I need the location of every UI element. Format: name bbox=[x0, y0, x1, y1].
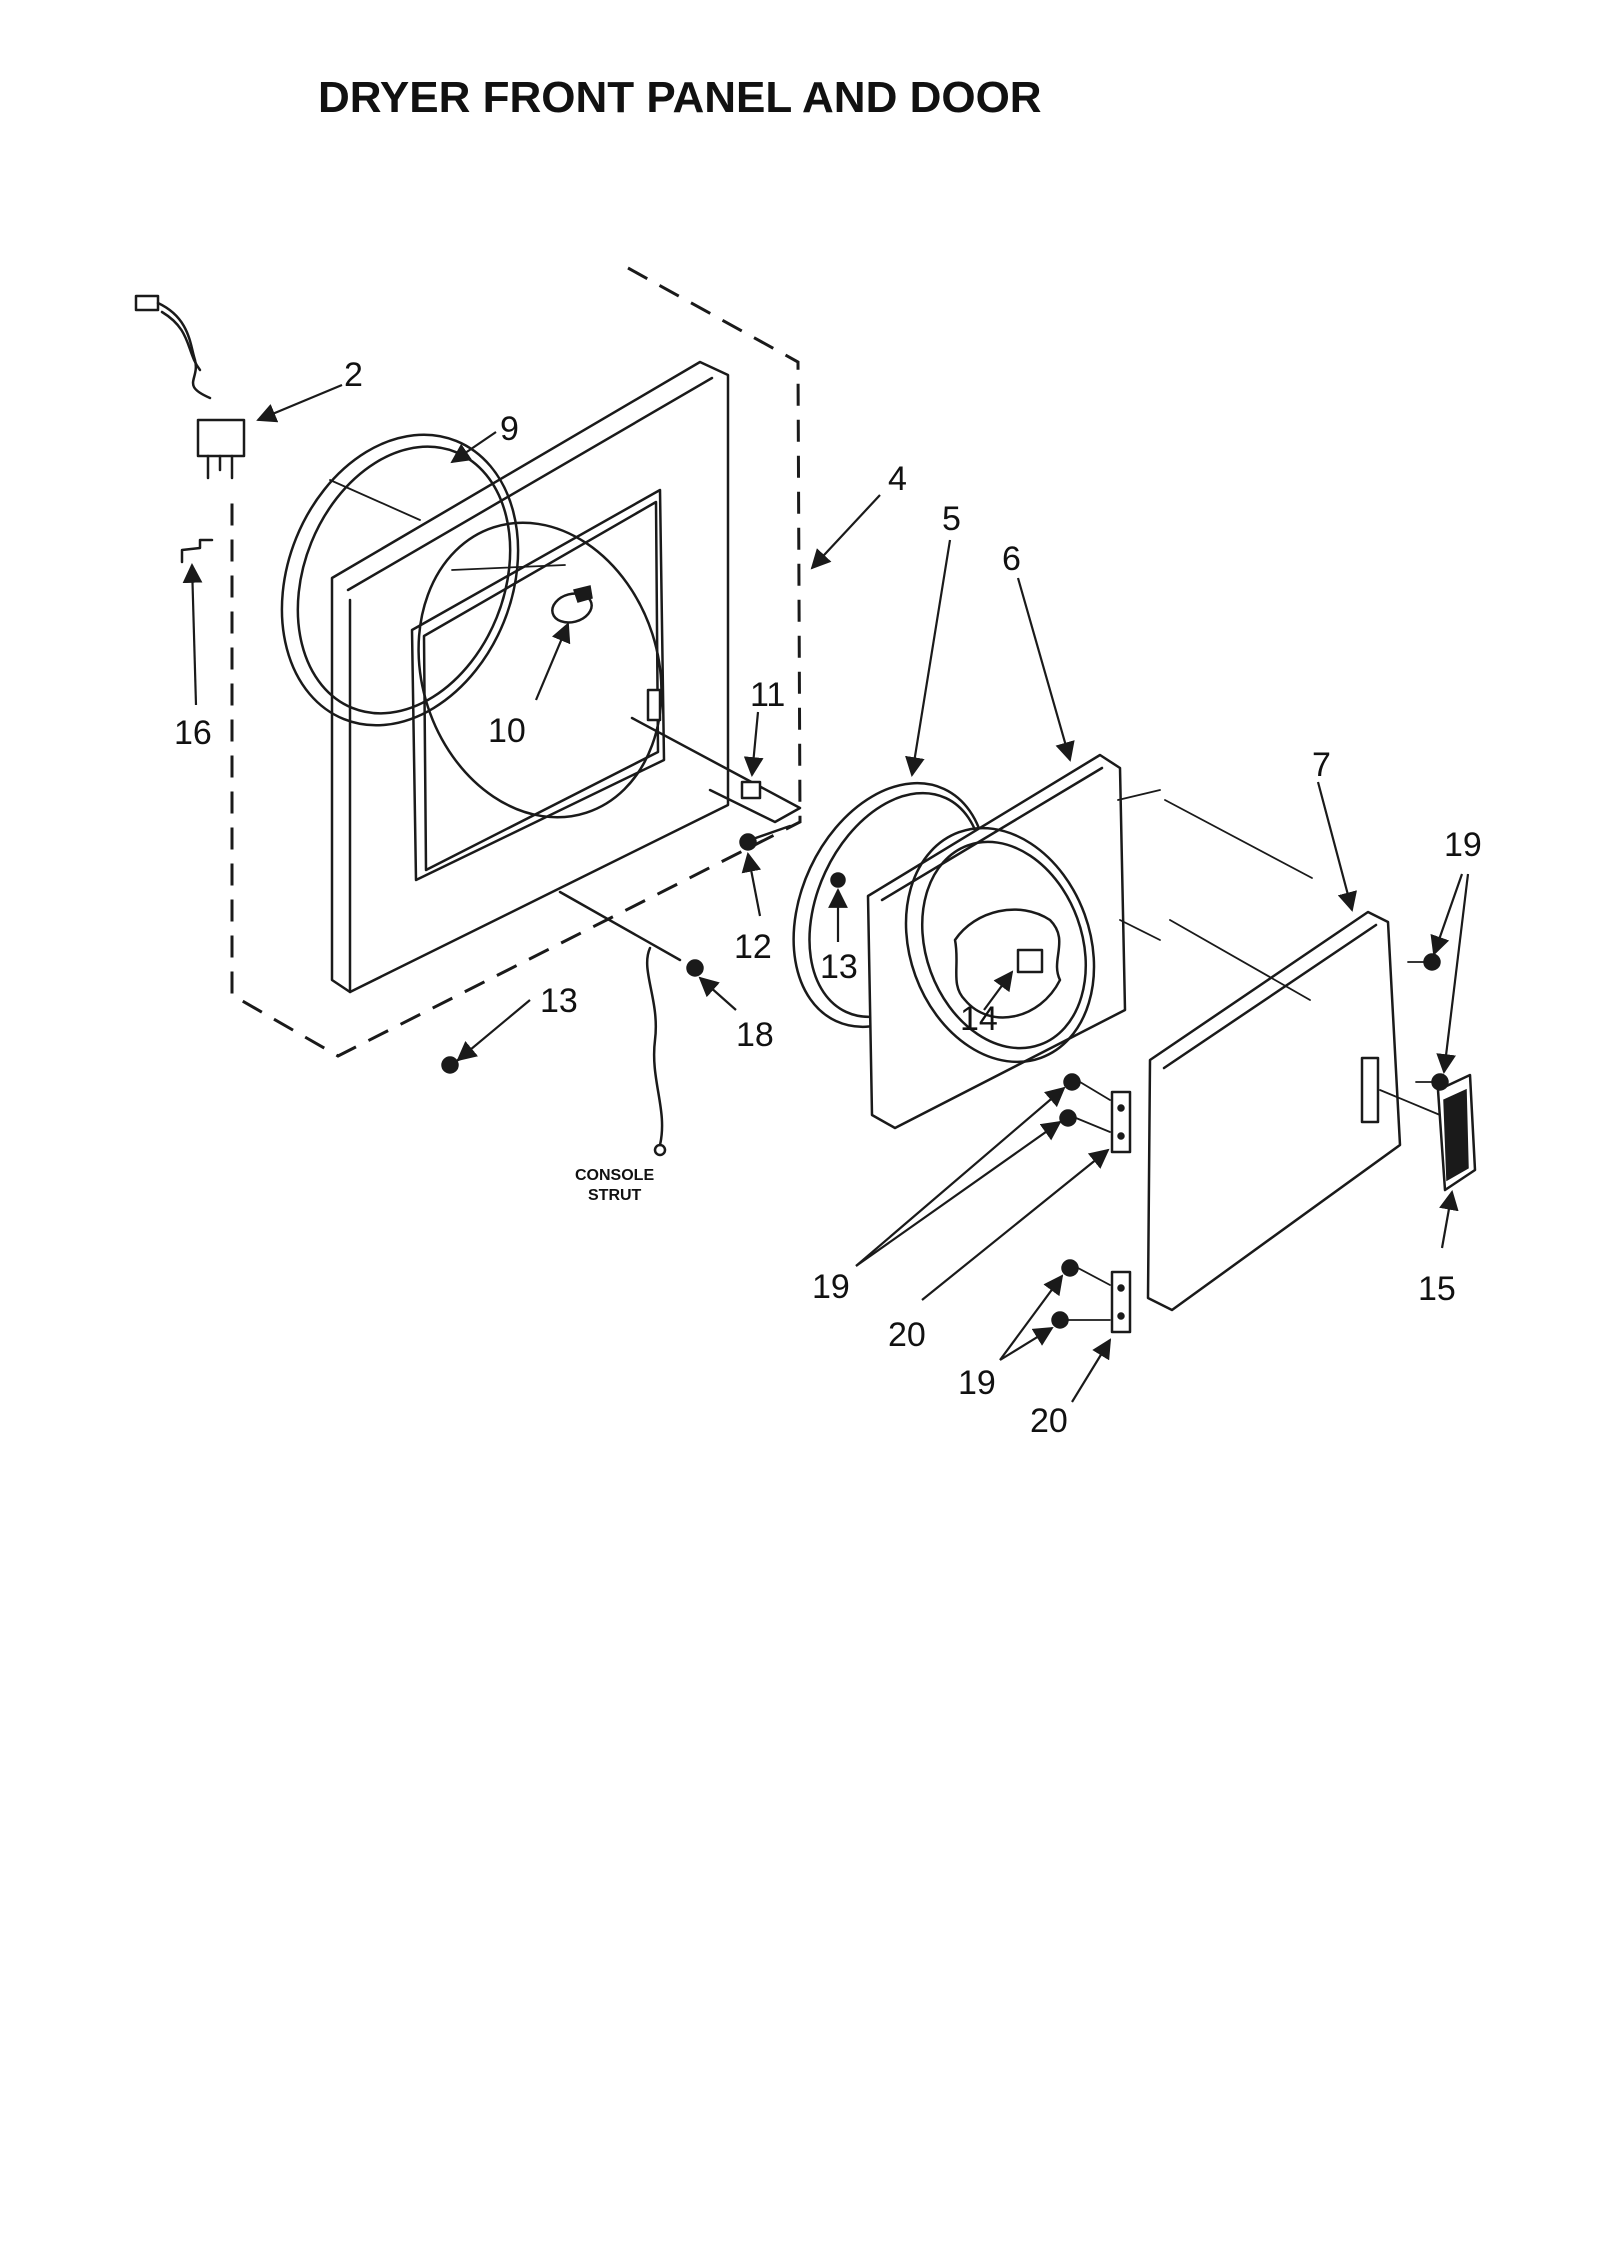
screw-12 bbox=[739, 824, 792, 851]
door-switch-assembly bbox=[134, 294, 246, 480]
callout-9: 9 bbox=[500, 410, 519, 448]
callout-14: 14 bbox=[960, 1000, 998, 1038]
outer-door bbox=[1146, 799, 1402, 1312]
callout-20-lower: 20 bbox=[1030, 1402, 1068, 1440]
leader-lines bbox=[182, 383, 1470, 1403]
callout-18: 18 bbox=[736, 1016, 774, 1054]
hinge-upper bbox=[1110, 1090, 1132, 1154]
console-strut-label-line1: CONSOLE bbox=[575, 1167, 654, 1184]
callout-13-left: 13 bbox=[540, 982, 578, 1020]
screws-19 bbox=[1051, 953, 1449, 1329]
callout-19-middle: 19 bbox=[812, 1268, 850, 1306]
callout-16: 16 bbox=[174, 714, 212, 752]
callout-12: 12 bbox=[734, 928, 772, 966]
page-title: DRYER FRONT PANEL AND DOOR bbox=[318, 73, 1042, 122]
callout-10: 10 bbox=[488, 712, 526, 750]
callout-13-right: 13 bbox=[820, 948, 858, 986]
door-handle bbox=[1379, 1073, 1477, 1192]
callout-2: 2 bbox=[344, 356, 363, 394]
callout-15: 15 bbox=[1418, 1270, 1456, 1308]
console-strut-label-line2: STRUT bbox=[588, 1187, 642, 1204]
cabinet-outline-dashed bbox=[230, 266, 802, 1058]
lamp-bulb bbox=[551, 585, 593, 624]
callout-20-upper: 20 bbox=[888, 1316, 926, 1354]
callout-19-top-right: 19 bbox=[1444, 826, 1482, 864]
callout-4: 4 bbox=[888, 460, 907, 498]
callout-11: 11 bbox=[750, 676, 785, 714]
latch-strike bbox=[630, 688, 802, 824]
inner-door-panel bbox=[830, 753, 1161, 1130]
callout-19-bottom: 19 bbox=[958, 1364, 996, 1402]
console-strut-ground bbox=[558, 890, 704, 1157]
bracket-clip bbox=[180, 538, 214, 564]
callout-6: 6 bbox=[1002, 540, 1021, 578]
callout-5: 5 bbox=[942, 500, 961, 538]
screw-13-left bbox=[441, 1052, 472, 1074]
callout-labels: 2 9 4 5 6 7 10 11 12 13 13 14 15 16 18 1… bbox=[174, 356, 1482, 1440]
front-panel bbox=[330, 360, 730, 994]
hinge-lower bbox=[1110, 1270, 1132, 1334]
callout-7: 7 bbox=[1312, 746, 1331, 784]
